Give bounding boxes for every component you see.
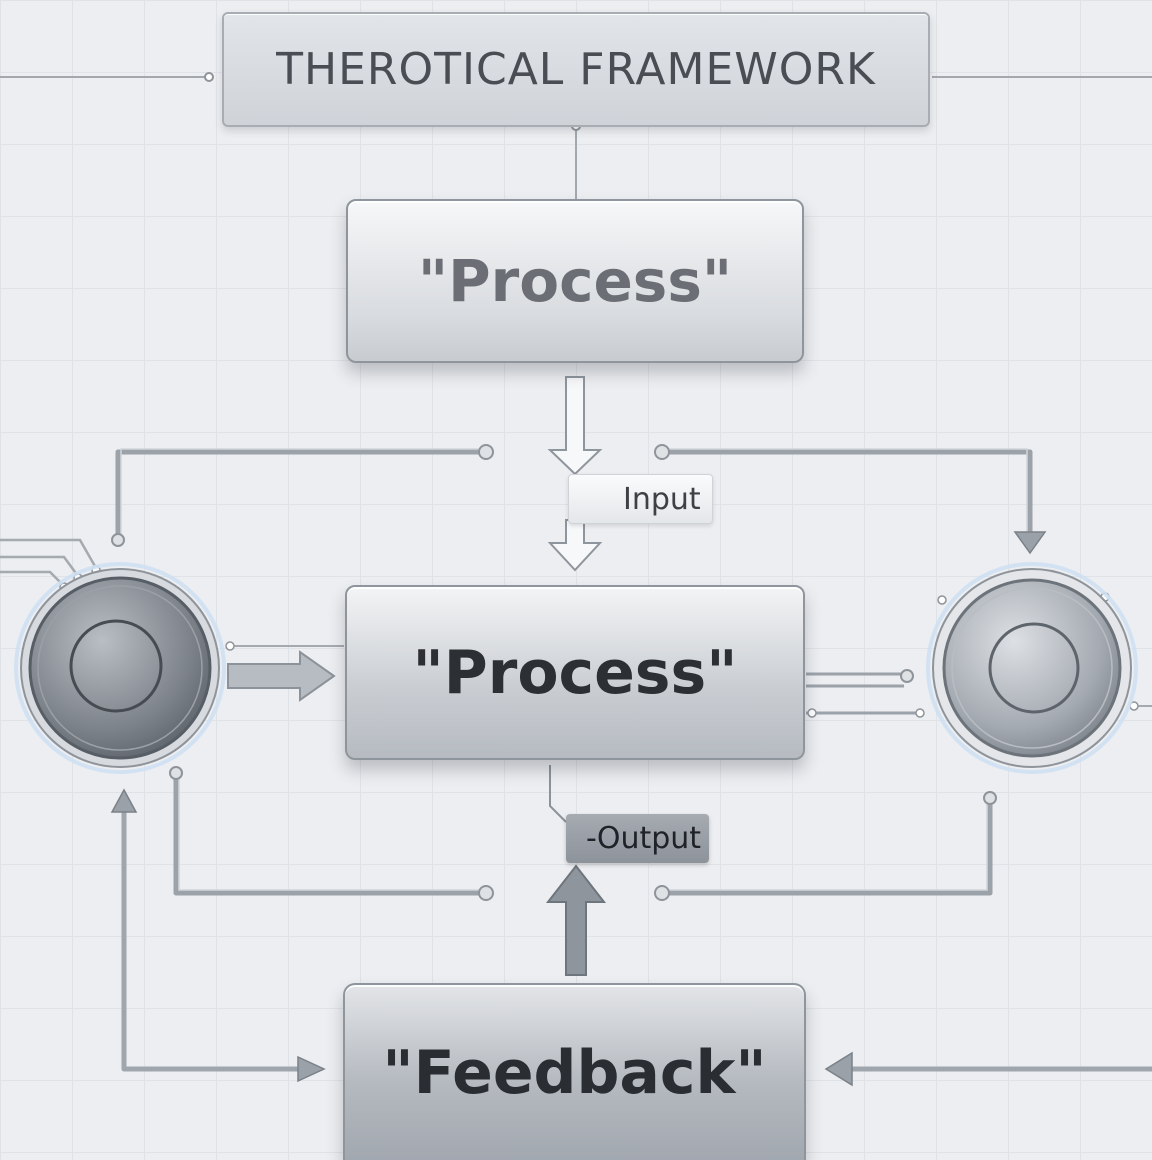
lower-loop-wires <box>173 775 993 896</box>
dial-to-process-arrow <box>227 650 336 702</box>
process-to-right-dial-wires <box>806 672 918 715</box>
right-down-arrow <box>1013 531 1047 555</box>
feedback-up-arrow <box>545 864 607 976</box>
output-label: Output <box>596 821 702 856</box>
input-label: Input <box>623 481 701 517</box>
output-dash: - <box>586 821 597 856</box>
title-connector-lines <box>0 76 1152 199</box>
left-dial <box>14 562 226 774</box>
right-dial <box>926 562 1138 774</box>
process-node-top-label: "Process" <box>417 247 733 315</box>
right-to-feedback-arrow <box>824 1051 853 1087</box>
upper-loop-wires <box>115 449 1033 538</box>
output-connector <box>549 765 567 823</box>
feedback-node: "Feedback" <box>343 983 806 1160</box>
process-node-main-label: "Process" <box>412 637 738 708</box>
process-node-main: "Process" <box>345 585 805 760</box>
input-down-arrow-lower <box>547 519 603 572</box>
output-label-box: -Output <box>566 814 709 863</box>
input-down-arrow-upper <box>547 376 603 476</box>
feedback-node-label: "Feedback" <box>382 1037 767 1108</box>
diagram-title: THEROTICAL FRAMEWORK <box>276 44 876 95</box>
left-feedback-loop <box>121 808 300 1072</box>
process-node-top: "Process" <box>346 199 804 363</box>
title-box: THEROTICAL FRAMEWORK <box>222 12 930 127</box>
input-label-box: Input <box>568 474 713 524</box>
